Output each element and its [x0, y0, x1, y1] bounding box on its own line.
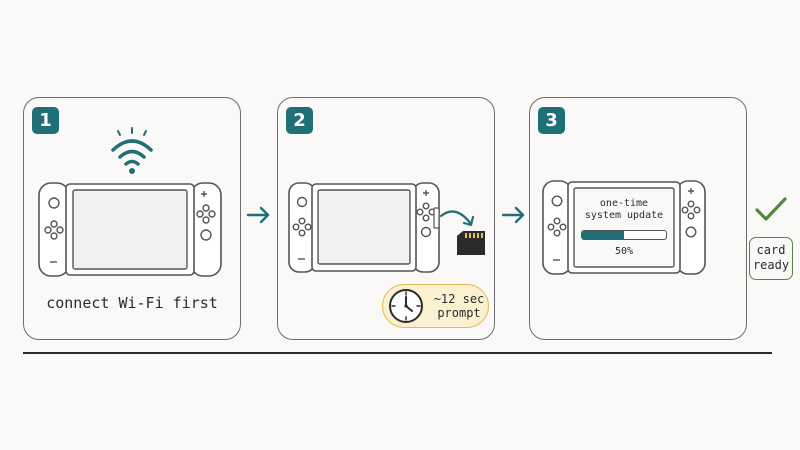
step-3-panel: 3 one-time system update 50% [529, 97, 747, 340]
switch-console-icon [288, 182, 440, 273]
checkmark-icon [755, 197, 787, 221]
step-number-badge: 1 [32, 107, 59, 134]
clock-icon [389, 289, 423, 323]
ready-line-1: card [756, 243, 786, 257]
timer-label: ~12 sec prompt [433, 292, 485, 320]
update-line-2: system update [584, 210, 664, 221]
sd-card-icon [457, 231, 485, 255]
step-2-panel: 2 [277, 97, 495, 340]
progress-label: 50% [614, 246, 634, 257]
step-1-caption: connect Wi-Fi first [46, 294, 218, 312]
timer-line-2: prompt [437, 306, 481, 320]
arrow-right-icon [501, 206, 525, 224]
progress-bar [581, 230, 667, 240]
update-line-1: one-time [599, 198, 649, 209]
progress-fill [582, 231, 624, 239]
wifi-icon [111, 127, 153, 174]
ready-line-2: ready [752, 258, 790, 272]
switch-console-icon [542, 180, 706, 275]
switch-console-icon [38, 182, 222, 277]
timer-note: ~12 sec prompt [382, 284, 489, 328]
arrow-right-icon [246, 206, 270, 224]
step-number-badge: 2 [286, 107, 313, 134]
curved-arrow-icon [439, 210, 475, 227]
card-ready-badge: card ready [749, 237, 793, 280]
divider [23, 352, 772, 354]
update-title: one-time system update [574, 198, 674, 222]
step-1-panel: 1 connect Wi-Fi first [23, 97, 241, 340]
timer-line-1: ~12 sec [433, 292, 485, 306]
step-number-badge: 3 [538, 107, 565, 134]
